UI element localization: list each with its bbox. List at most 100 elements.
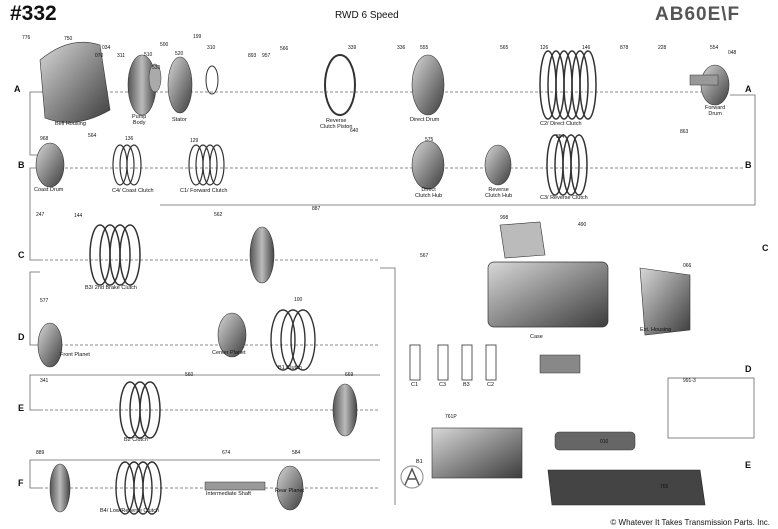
reverse-clutch-piston: [324, 54, 356, 116]
wits-logo: [400, 465, 424, 489]
caption-c3-reverse-clutch: C3/ Reverse Clutch: [540, 195, 588, 201]
row-c-parts: [89, 221, 691, 336]
c4-coast-clutch-pack: [112, 144, 142, 186]
diagram-title: RWD 6 Speed: [335, 10, 399, 21]
part-number: 957: [262, 53, 271, 59]
accumulator-springs: [409, 344, 497, 381]
reverse-clutch-hub: [484, 144, 512, 186]
caption-bell-housing: Bell Housing: [55, 121, 86, 127]
pump-gear: [148, 63, 162, 93]
part-number: 144: [74, 213, 83, 219]
front-planet: [37, 322, 63, 368]
caption-b1-clutch: B1 Clutch: [278, 365, 302, 371]
caption-direct-clutch-hub: Direct Clutch Hub: [415, 187, 443, 199]
row-letter-a-right: A: [745, 84, 752, 94]
part-number: 048: [728, 50, 737, 56]
caption-reverse-clutch-piston: Reverse Clutch Piston: [320, 118, 353, 130]
part-number: 863: [680, 129, 689, 135]
part-number: 100: [294, 297, 303, 303]
center-planet: [217, 312, 247, 358]
intermediate-shaft: [204, 481, 266, 491]
row-b-parts: [35, 134, 588, 196]
part-number: 878: [620, 45, 629, 51]
caption-c4-coast-clutch: C4/ Coast Clutch: [112, 188, 154, 194]
c1-forward-clutch-pack: [188, 144, 225, 186]
detail-box-d: [667, 377, 755, 439]
filter: [554, 431, 636, 451]
part-number: 566: [280, 46, 289, 52]
part-number: 010: [600, 439, 609, 445]
copyright-notice: © Whatever It Takes Transmission Parts. …: [610, 518, 770, 527]
part-number: 310: [207, 45, 216, 51]
part-number: 199: [193, 34, 202, 40]
part-number: 562: [214, 212, 223, 218]
part-number: 761P: [445, 414, 457, 420]
part-number: 565: [500, 45, 509, 51]
bell-housing: [39, 41, 111, 123]
diagram-number: #332: [10, 2, 57, 25]
valve-body: [431, 427, 523, 479]
b3-2nd-brake-clutch-pack: [89, 224, 141, 286]
part-number: 311: [117, 53, 125, 59]
part-number: 889: [36, 450, 45, 456]
part-number: 998: [500, 215, 509, 221]
part-number: 339: [348, 45, 357, 51]
part-number: 126: [540, 45, 549, 51]
part-number: 034: [102, 45, 111, 51]
caption-c2-direct-clutch: C2/ Direct Clutch: [540, 121, 582, 127]
part-number: 530: [152, 65, 161, 71]
row-letter-b-left: B: [18, 160, 25, 170]
part-number: 991-3: [683, 378, 696, 384]
row-letter-c-left: C: [18, 250, 25, 260]
caption-accumulator-b3: B3: [463, 382, 470, 388]
part-number: 854: [556, 134, 565, 140]
part-number: 146: [582, 45, 591, 51]
b2-piston: [332, 383, 358, 437]
caption-accumulator-c3: C3: [439, 382, 447, 388]
caption-direct-drum: Direct Drum: [410, 117, 440, 123]
transmission-case: [487, 261, 609, 328]
caption-intermediate-shaft: Intermediate Shaft: [206, 491, 251, 497]
extension-housing: [639, 267, 691, 336]
part-number: 640: [350, 128, 359, 134]
part-number: 500: [160, 42, 169, 48]
row-letter-d-right: D: [745, 364, 752, 374]
part-number: 674: [222, 450, 231, 456]
part-number: 066: [683, 263, 692, 269]
part-number: 567: [420, 253, 429, 259]
row-e-parts: [119, 381, 636, 479]
caption-reverse-clutch-hub: Reverse Clutch Hub: [485, 187, 513, 199]
part-number: 893: [248, 53, 257, 59]
part-number: 070: [95, 53, 104, 59]
part-number: 968: [40, 136, 49, 142]
caption-b2-clutch: B2 Clutch: [124, 437, 148, 443]
row-letter-c-right: C: [762, 243, 769, 253]
coast-drum: [35, 142, 65, 188]
caption-coast-drum: Coast Drum: [34, 187, 64, 193]
caption-ext-housing: Ext. Housing: [640, 327, 672, 333]
part-number: 520: [175, 51, 184, 57]
part-number: 341: [40, 378, 49, 384]
part-number: 575: [425, 137, 434, 143]
stator: [167, 56, 193, 114]
row-a-parts: [39, 41, 730, 123]
caption-center-planet: Center Planet: [212, 350, 246, 356]
row-letter-e-right: E: [745, 460, 752, 470]
row-f-parts: [49, 461, 706, 515]
caption-rear-planet: Rear Planet: [275, 488, 305, 494]
b4-piston: [49, 463, 71, 513]
part-number: 136: [125, 136, 134, 142]
caption-b1-small: B1: [416, 459, 423, 465]
part-number: 560: [185, 372, 194, 378]
caption-b4-low-reverse-clutch: B4/ Low/Reverse Clutch: [100, 508, 159, 514]
part-number: 669: [345, 372, 354, 378]
c3-reverse-clutch-pack: [546, 134, 588, 196]
part-number: 336: [397, 45, 406, 51]
part-number: 577: [40, 298, 49, 304]
part-number: 776: [22, 35, 31, 41]
part-number: 510: [144, 52, 153, 58]
part-number: 490: [578, 222, 587, 228]
caption-stator: Stator: [172, 117, 187, 123]
caption-forward-drum: Forward Drum: [705, 105, 726, 117]
row-letter-b-right: B: [745, 160, 752, 170]
